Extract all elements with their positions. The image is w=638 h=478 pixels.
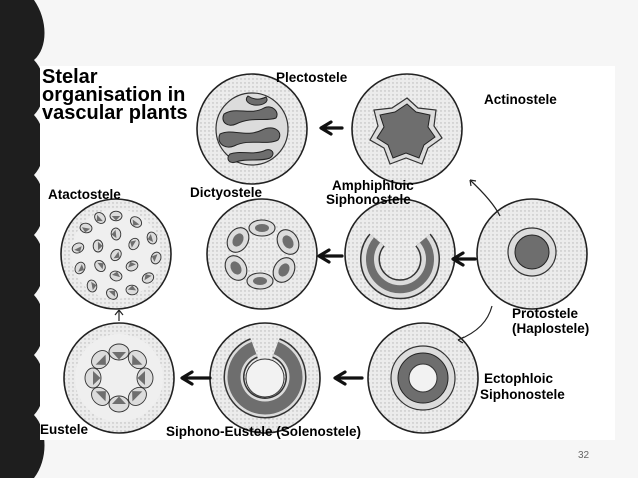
vascular-bundle [109,210,123,222]
plectostele-disc [196,73,308,185]
vascular-bundle [86,279,98,293]
vascular-bundle [128,237,140,251]
label-amphiphloic-line1: Amphiphloic [332,178,414,193]
vascular-bundle [94,259,106,273]
vascular-bundle [141,272,155,284]
vascular-bundle [91,350,111,370]
title-line-3: vascular plants [42,102,188,124]
label-ectophloic-line1: Ectophloic [484,371,554,386]
vascular-bundle [108,395,130,413]
dictyostele-disc [206,198,318,310]
thin-arrows [114,179,501,344]
evolution-arrows [180,120,477,386]
diagram-title: Stelar organisation in vascular plants [42,66,188,124]
atactostele-disc [60,198,172,310]
actinostele-disc [351,73,463,185]
label-actinostele: Actinostele [484,92,557,107]
vascular-bundle [127,350,147,370]
label-atactostele: Atactostele [48,187,121,202]
title-line-1: Stelar [42,66,98,88]
vascular-bundle [146,231,158,245]
label-dictyostele: Dictyostele [190,185,263,200]
label-ectophloic-line2: Siphonostele [480,387,565,402]
vascular-bundle [74,261,86,275]
vascular-bundle [110,227,122,241]
amphiphloic-siphonostele-disc [344,198,456,310]
label-plectostele: Plectostele [276,70,348,85]
vascular-bundle [150,251,162,265]
vascular-bundle [127,386,147,406]
vascular-bundle [92,239,104,253]
eustele-disc [63,322,175,434]
vascular-bundle [71,242,85,254]
page-number: 32 [578,450,590,461]
protostele-disc [476,198,588,310]
label-protostele-line1: Protostele [512,306,579,321]
solenostele-disc [209,322,321,434]
title-line-2: organisation in [42,84,186,106]
label-eustele: Eustele [40,422,89,437]
vascular-bundle [125,284,139,296]
stelar-diagram: Stelar organisation in vascular plants P… [40,66,615,440]
label-amphiphloic-line2: Siphonostele [326,192,411,207]
vascular-bundle [79,222,93,234]
vascular-bundle [109,270,123,282]
vascular-bundle [106,288,118,300]
vascular-bundle [136,367,154,389]
vascular-bundle [108,343,130,361]
vascular-bundle [91,386,111,406]
diagram-graphics [60,73,588,434]
vascular-bundle [125,260,139,272]
vascular-bundle [94,212,106,224]
vascular-bundle [129,216,143,228]
left-decorative-strip [0,0,45,478]
label-solenostele: Siphono-Eustele (Solenostele) [166,424,362,439]
vascular-bundle [110,248,122,262]
label-protostele-line2: (Haplostele) [512,321,590,336]
vascular-bundle [84,367,102,389]
ectophloic-siphonostele-disc [367,322,479,434]
